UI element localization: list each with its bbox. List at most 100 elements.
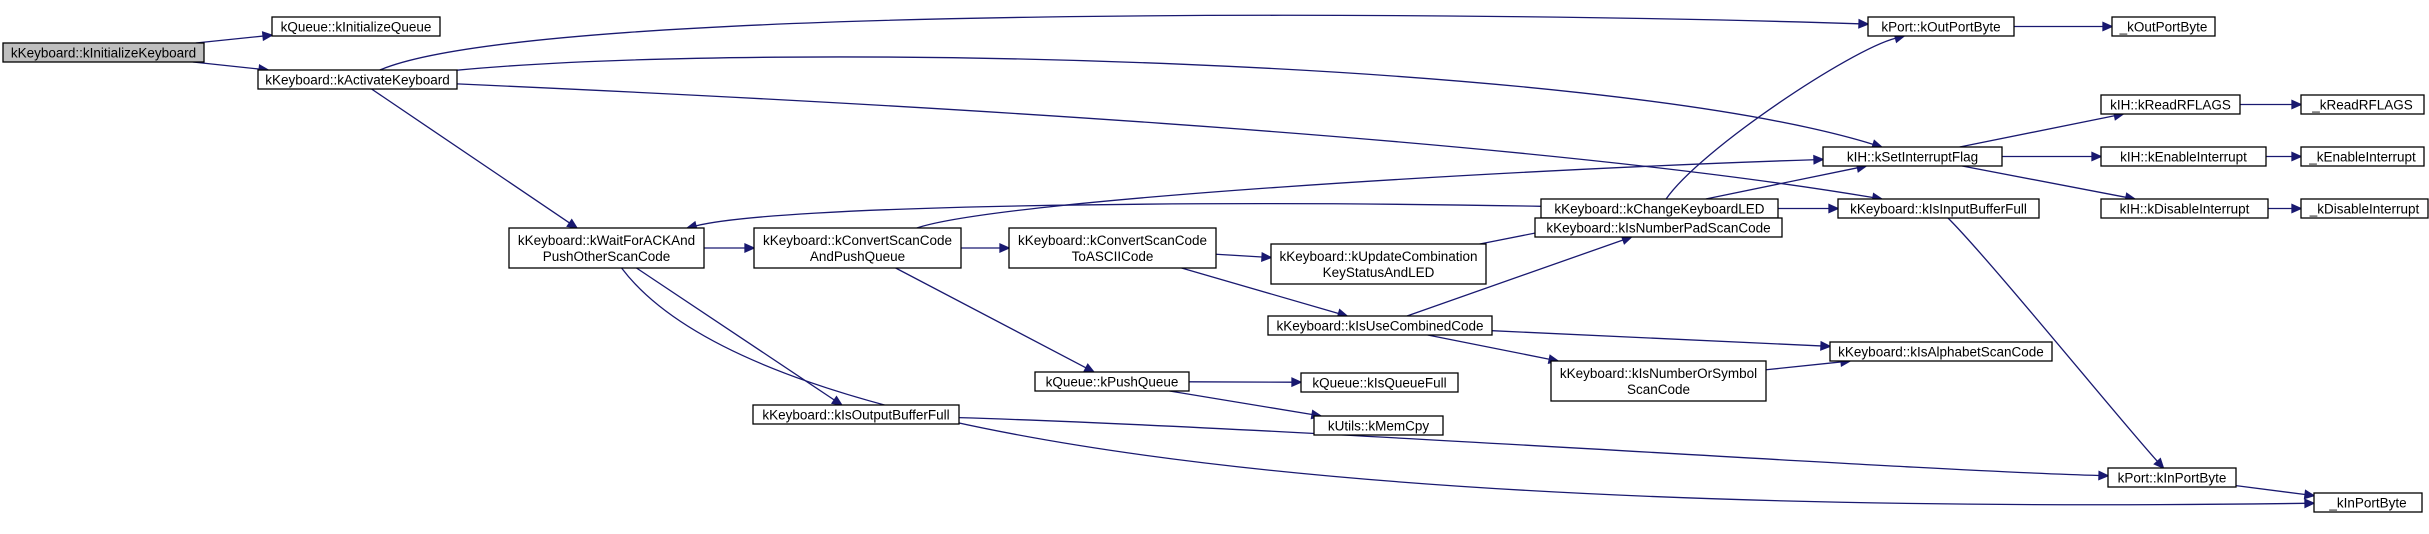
node-inPortByte[interactable]: kPort::kInPortByte: [2107, 467, 2237, 488]
node-isAlphabet[interactable]: kKeyboard::kIsAlphabetScanCode: [1829, 341, 2053, 362]
node-label: kKeyboard::kActivateKeyboard: [265, 73, 450, 88]
edge-changeLED-to-outPortByte: [1665, 33, 1906, 200]
edge-readRFLAGS-to-_readRFLAGS: [2240, 99, 2303, 110]
edge-activateKeyboard-to-isInputBufferFull: [456, 83, 1884, 203]
edge-enableInterrupt-to-_enableInterrupt: [2266, 151, 2303, 162]
node-label: kKeyboard::kIsAlphabetScanCode: [1838, 345, 2044, 360]
node-box: [1867, 16, 2015, 37]
edge-changeLED-to-waitForACK: [685, 203, 1542, 231]
node-box: [1270, 243, 1487, 285]
node-label: kQueue::kInitializeQueue: [281, 20, 432, 35]
node-box: [2100, 146, 2267, 167]
node-_enableInterrupt[interactable]: _kEnableInterrupt: [2300, 146, 2425, 167]
edge-line: [1181, 267, 1339, 315]
node-isQueueFull[interactable]: kQueue::kIsQueueFull: [1300, 372, 1459, 393]
edge-convertPushQueue-to-setInterruptFlag: [916, 154, 1825, 229]
node-label: kQueue::kIsQueueFull: [1312, 376, 1446, 391]
edge-outPortByte-to-_outPortByte: [2014, 21, 2114, 32]
edge-line: [371, 88, 570, 224]
node-label: kIH::kEnableInterrupt: [2120, 150, 2247, 165]
node-isInputBufferFull[interactable]: kKeyboard::kIsInputBufferFull: [1837, 198, 2040, 219]
node-box: [1313, 415, 1444, 436]
edge-line: [1705, 167, 1858, 200]
node-box: [2100, 198, 2269, 219]
edge-waitForACK-to-_inPortByte: [621, 267, 2316, 509]
edge-line: [456, 83, 1874, 199]
node-isOutputBufferFull[interactable]: kKeyboard::kIsOutputBufferFull: [752, 404, 960, 425]
node-isUseCombined[interactable]: kKeyboard::kIsUseCombinedCode: [1267, 315, 1493, 336]
node-box: [2100, 94, 2241, 115]
node-label: _kReadRFLAGS: [2311, 98, 2413, 113]
node-box: [2313, 492, 2423, 513]
node-_readRFLAGS[interactable]: _kReadRFLAGS: [2300, 94, 2425, 115]
node-box: [2300, 146, 2425, 167]
edge-line: [1169, 390, 1313, 416]
node-box: [2107, 467, 2237, 488]
arrowhead-icon: [261, 31, 274, 42]
node-enableInterrupt[interactable]: kIH::kEnableInterrupt: [2100, 146, 2267, 167]
node-_inPortByte[interactable]: _kInPortByte: [2313, 492, 2423, 513]
node-box: [2300, 94, 2425, 115]
arrowhead-icon: [2303, 489, 2316, 500]
function-nodes: kKeyboard::kInitializeKeyboardkQueue::kI…: [2, 16, 2429, 513]
node-setInterruptFlag[interactable]: kIH::kSetInterruptFlag: [1822, 146, 2003, 167]
node-label: _kOutPortByte: [2119, 20, 2208, 35]
edge-setInterruptFlag-to-readRFLAGS: [1959, 111, 2125, 148]
edge-waitForACK-to-isOutputBufferFull: [636, 267, 844, 406]
arrowhead-icon: [1083, 363, 1096, 373]
edge-convertPushQueue-to-convertToASCII: [961, 242, 1011, 254]
node-label: kIH::kDisableInterrupt: [2120, 202, 2250, 217]
node-updateCombination[interactable]: kKeyboard::kUpdateCombinationKeyStatusAn…: [1270, 243, 1487, 285]
node-label: PushOtherScanCode: [543, 249, 671, 264]
node-box: [257, 69, 458, 90]
node-box: [271, 16, 441, 37]
node-box: [1822, 146, 2003, 167]
node-readRFLAGS[interactable]: kIH::kReadRFLAGS: [2100, 94, 2241, 115]
edge-setInterruptFlag-to-enableInterrupt: [2002, 151, 2103, 162]
arrowhead-icon: [1261, 251, 1273, 262]
node-outPortByte[interactable]: kPort::kOutPortByte: [1867, 16, 2015, 37]
edge-activateKeyboard-to-outPortByte: [379, 14, 1870, 71]
node-box: [2111, 16, 2216, 37]
node-initKeyboard[interactable]: kKeyboard::kInitializeKeyboard: [2, 42, 205, 63]
node-disableInterrupt[interactable]: kIH::kDisableInterrupt: [2100, 198, 2269, 219]
edge-line: [621, 267, 2306, 506]
arrowhead-icon: [1828, 203, 1840, 214]
node-isNumberPad[interactable]: kKeyboard::kIsNumberPadScanCode: [1534, 217, 1783, 238]
edge-isUseCombined-to-isNumberOrSymbol: [1427, 334, 1560, 365]
arrowhead-icon: [2153, 457, 2165, 470]
node-_disableInterrupt[interactable]: _kDisableInterrupt: [2300, 198, 2429, 219]
node-_outPortByte[interactable]: _kOutPortByte: [2111, 16, 2216, 37]
node-initQueue[interactable]: kQueue::kInitializeQueue: [271, 16, 441, 37]
edge-line: [456, 56, 1874, 145]
arrowhead-icon: [1813, 154, 1825, 165]
edge-activateKeyboard-to-waitForACK: [371, 88, 579, 229]
node-label: kIH::kReadRFLAGS: [2110, 98, 2231, 113]
node-label: kKeyboard::kConvertScanCode: [1018, 233, 1207, 248]
node-label: ToASCIICode: [1072, 249, 1154, 264]
node-pushQueue[interactable]: kQueue::kPushQueue: [1034, 371, 1190, 392]
arrowhead-icon: [566, 218, 579, 229]
node-box: [753, 227, 962, 269]
node-label: kKeyboard::kChangeKeyboardLED: [1554, 202, 1764, 217]
arrowhead-icon: [2291, 203, 2303, 214]
arrowhead-icon: [2091, 151, 2103, 162]
node-label: kKeyboard::kIsNumberOrSymbol: [1560, 366, 1757, 381]
node-activateKeyboard[interactable]: kKeyboard::kActivateKeyboard: [257, 69, 458, 90]
node-changeLED[interactable]: kKeyboard::kChangeKeyboardLED: [1540, 198, 1779, 219]
edge-line: [192, 61, 260, 70]
node-label: kKeyboard::kIsUseCombinedCode: [1276, 319, 1483, 334]
node-memCpy[interactable]: kUtils::kMemCpy: [1313, 415, 1444, 436]
edge-activateKeyboard-to-setInterruptFlag: [456, 56, 1884, 149]
edge-line: [695, 203, 1542, 227]
node-label: kKeyboard::kWaitForACKAnd: [518, 233, 695, 248]
node-waitForACK[interactable]: kKeyboard::kWaitForACKAndPushOtherScanCo…: [508, 227, 705, 269]
edge-pushQueue-to-memCpy: [1169, 390, 1323, 420]
arrowhead-icon: [1291, 377, 1303, 388]
node-label: kIH::kSetInterruptFlag: [1847, 150, 1978, 165]
edge-pushQueue-to-isQueueFull: [1188, 377, 1303, 388]
